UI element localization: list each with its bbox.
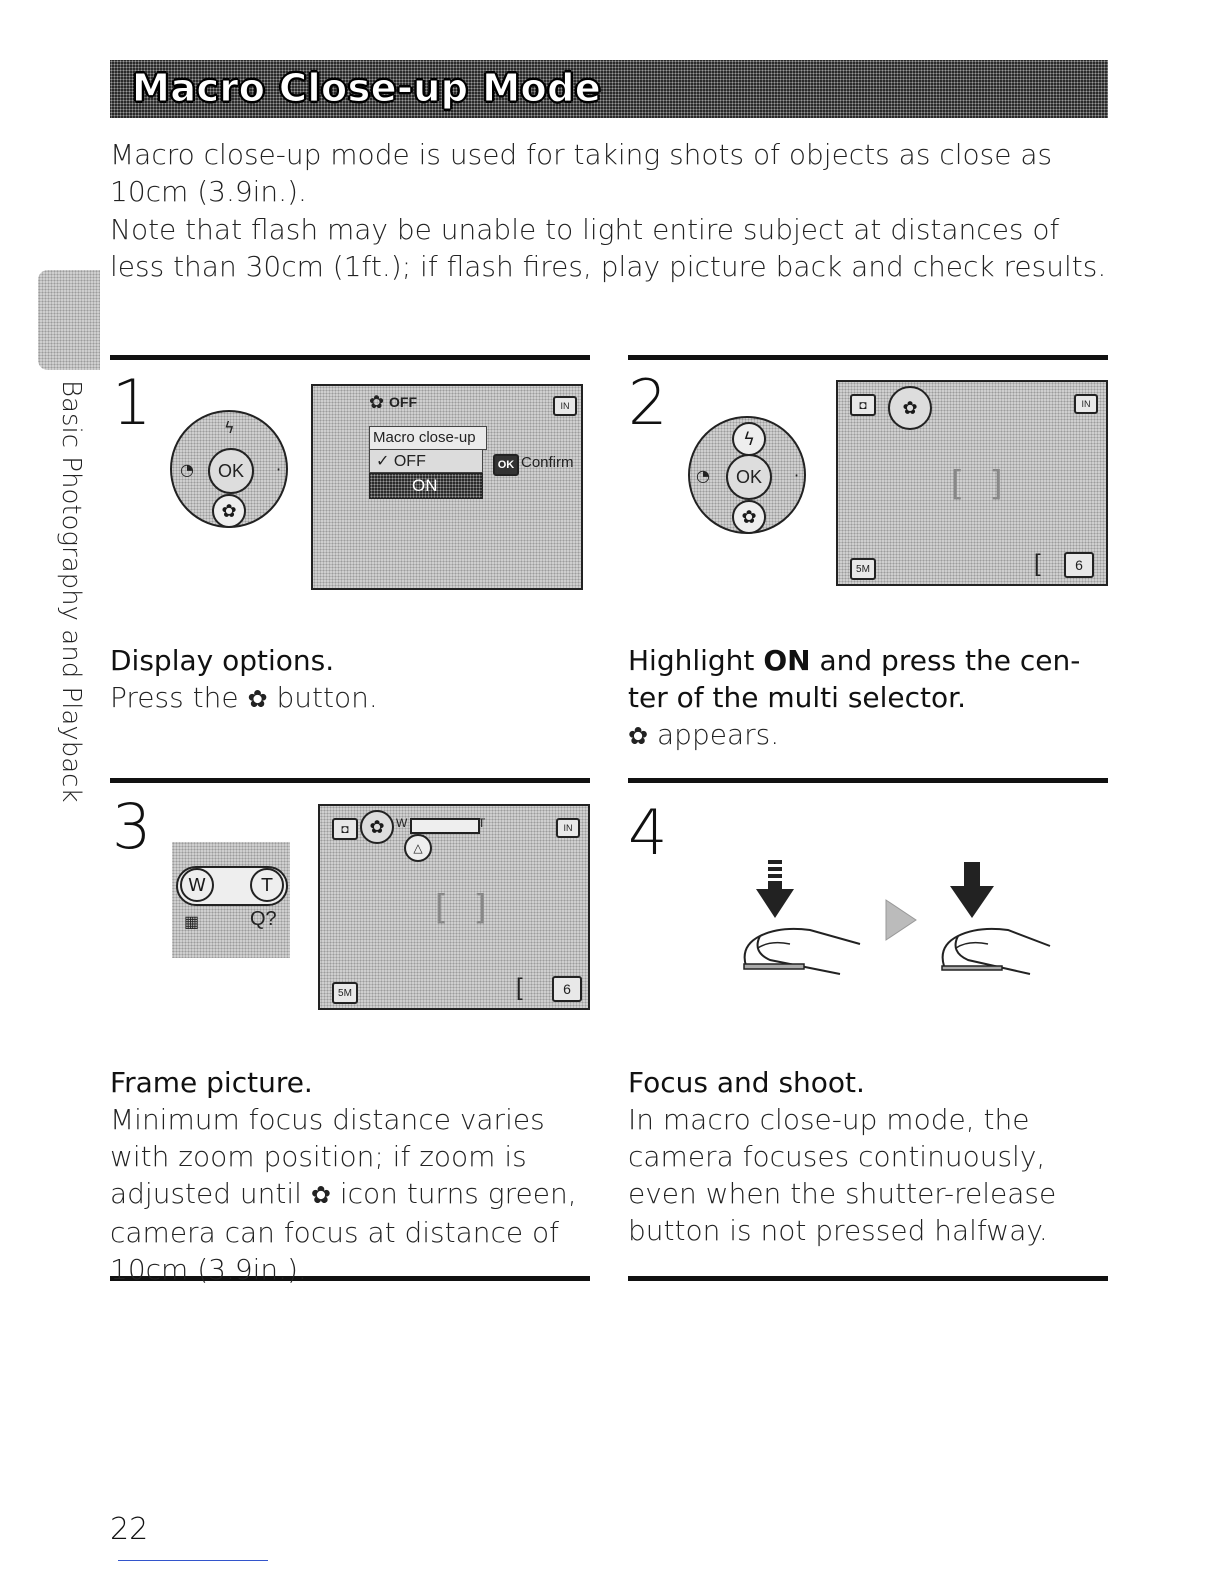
zoom-control: W T ▦ Q? — [172, 842, 290, 958]
menu-title-box: Macro close-up — [369, 426, 487, 450]
step-3-body-post: icon turns green, camera can focus at di… — [110, 1177, 577, 1286]
tulip-icon: ✿ — [212, 494, 246, 528]
frames-remaining: 6 — [552, 976, 582, 1002]
half-press-arrow-icon — [756, 860, 794, 918]
macro-distance-icon: △ — [404, 834, 432, 862]
title-bar: Macro Close-up Mode — [110, 60, 1108, 118]
menu-title: Macro close-up — [373, 429, 476, 446]
step-1-body: Press the ✿ button. — [110, 679, 580, 718]
camera-icon: ◘ — [332, 818, 358, 840]
step-3-body: Minimum focus distance varies with zoom … — [110, 1101, 588, 1288]
intro-paragraph-2: Note that flash may be unable to light e… — [110, 213, 1107, 283]
arrow-right-icon — [885, 899, 917, 941]
multi-selector-dial: OK ϟ ◔ · ✿ — [170, 410, 288, 528]
rule-step3-bottom — [110, 1276, 590, 1281]
confirm-label: Confirm — [521, 454, 574, 471]
finger-press-icon — [941, 927, 1051, 975]
tulip-icon: ✿ — [732, 500, 766, 534]
rule-step4-bottom — [628, 1276, 1108, 1281]
step-2-body-post: appears. — [648, 718, 780, 751]
step-4-body: In macro close-up mode, the camera focus… — [628, 1103, 1057, 1247]
chapter-tab — [38, 270, 100, 370]
tulip-icon: ✿ — [628, 722, 649, 750]
chapter-label-text: Basic Photography and Playback — [56, 380, 86, 803]
flash-icon: ϟ — [732, 422, 766, 456]
step-2-body: ✿ appears. — [628, 716, 1098, 755]
rule-step2-top — [628, 355, 1108, 360]
step-2-heading-pre: Highlight — [628, 644, 764, 677]
step-4-heading: Focus and shoot. — [628, 1066, 865, 1099]
screen-step3: ◘ ✿ W T △ IN [ ] 5M [ 6 — [318, 804, 590, 1010]
zoom-tele-button: T — [250, 868, 284, 902]
ok-icon: OK — [493, 454, 519, 476]
exposure-icon: · — [794, 466, 800, 485]
focus-bracket: [ ] — [946, 464, 1008, 504]
flash-icon: ϟ — [224, 418, 235, 437]
self-timer-icon: ◔ — [180, 460, 194, 479]
screen-step1: ✿ OFF IN Macro close-up ✓ OFF ON OK Conf… — [311, 384, 583, 590]
chapter-label: Basic Photography and Playback — [52, 380, 92, 803]
exposure-icon: · — [276, 460, 282, 479]
tulip-icon: ✿ — [369, 392, 385, 412]
step-2-number: 2 — [628, 366, 668, 439]
memory-icon: IN — [556, 818, 580, 838]
battery-bracket: [ — [1034, 550, 1041, 577]
memory-icon: IN — [1074, 394, 1098, 414]
ok-button: OK — [208, 448, 254, 494]
rule-step4-top — [628, 778, 1108, 783]
finger-press-icon — [743, 927, 861, 975]
tulip-icon: ✿ — [247, 685, 268, 713]
menu-option-on-label: ON — [412, 476, 438, 495]
menu-option-off-label: ✓ OFF — [376, 453, 426, 470]
step-3-number: 3 — [112, 790, 152, 863]
ok-button: OK — [726, 454, 772, 500]
focus-bracket: [ ] — [430, 888, 492, 928]
tulip-icon: ✿ — [310, 1181, 331, 1209]
frames-remaining: 6 — [1064, 552, 1094, 578]
tulip-icon: ✿ — [360, 810, 394, 844]
footer-line — [118, 1560, 268, 1561]
step-3-heading: Frame picture. — [110, 1066, 313, 1099]
step-2-heading-post: and press the cen-ter of the multi selec… — [628, 644, 1081, 714]
menu-option-on[interactable]: ON — [369, 473, 483, 499]
camera-icon: ◘ — [850, 394, 876, 416]
full-press-arrow-icon — [950, 862, 994, 918]
thumbnail-icon: ▦ — [184, 914, 200, 931]
step-2-heading-bold: ON — [763, 644, 811, 677]
step-1-heading: Display options. — [110, 644, 335, 677]
step-2-heading: Highlight ON and press the cen-ter of th… — [628, 642, 1098, 716]
menu-option-off[interactable]: ✓ OFF — [369, 449, 483, 473]
macro-status: OFF — [389, 394, 417, 410]
tulip-icon: ✿ — [888, 386, 932, 430]
step-1-number: 1 — [112, 366, 152, 439]
page-title: Macro Close-up Mode — [131, 66, 602, 111]
screen-step2: ◘ ✿ IN [ ] 5M [ 6 — [836, 380, 1108, 586]
image-size-icon: 5M — [850, 558, 876, 580]
step-1-body-post: button. — [267, 681, 378, 714]
page-number: 22 — [110, 1512, 149, 1547]
zoom-wide-label: W — [396, 816, 408, 830]
rule-step3-top — [110, 778, 590, 783]
step-3-body-pre: Minimum focus distance varies with zoom … — [110, 1103, 545, 1210]
zoom-wide-button: W — [180, 868, 214, 902]
step-4-number: 4 — [628, 796, 668, 869]
image-size-icon: 5M — [332, 982, 358, 1004]
zoom-tele-label: T — [478, 816, 486, 830]
rule-step1-top — [110, 355, 590, 360]
multi-selector-dial: OK ϟ ◔ · ✿ — [688, 416, 806, 534]
intro-paragraph-1: Macro close-up mode is used for taking s… — [110, 138, 1053, 208]
shutter-press-illustration — [743, 860, 1051, 975]
battery-bracket: [ — [516, 974, 523, 1001]
playback-zoom-icon: Q? — [250, 908, 277, 930]
self-timer-icon: ◔ — [696, 466, 710, 485]
zoom-indicator — [410, 818, 480, 834]
memory-icon: IN — [553, 396, 577, 416]
step-1-body-pre: Press the — [110, 681, 248, 714]
